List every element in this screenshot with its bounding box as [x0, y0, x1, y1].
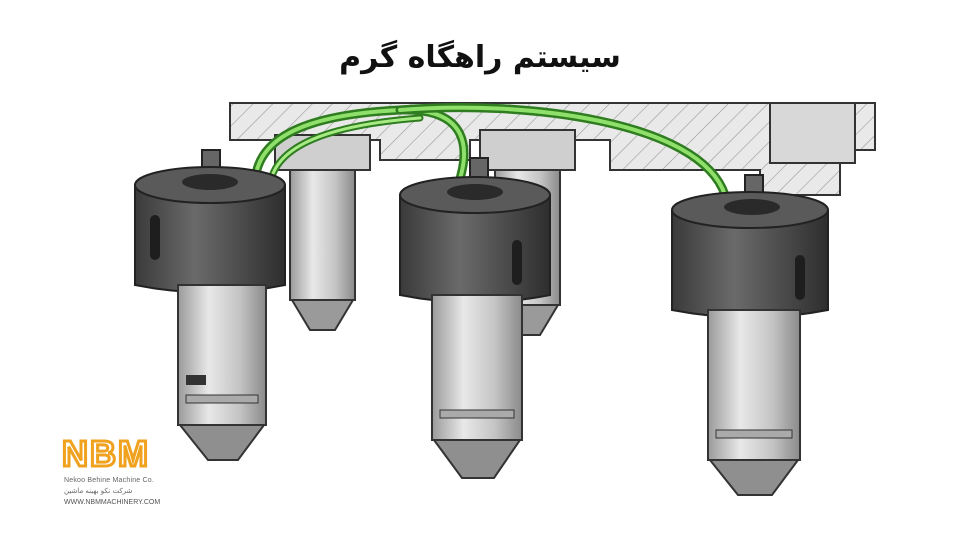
nozzle-front-right — [671, 174, 829, 496]
company-website: WWW.NBMMACHINERY.COM — [64, 499, 161, 506]
hot-runner-channels — [250, 103, 730, 200]
nbm-logo-icon: NBM — [61, 432, 150, 474]
svg-text:NBM: NBM — [62, 433, 150, 474]
nozzle-front-center — [399, 157, 551, 479]
page-title: سیستم راهگاه گرم — [339, 40, 621, 75]
company-name-en: Nekoo Behine Machine Co. — [64, 477, 155, 484]
manifold-plate — [229, 102, 876, 196]
company-logo: NBM Nekoo Behine Machine Co. شرکت نکو به… — [60, 432, 180, 512]
nozzle-front-left — [134, 149, 286, 461]
nozzle-back-left — [274, 134, 371, 331]
company-name-fa: شرکت نکو بهینه ماشین — [64, 487, 133, 495]
